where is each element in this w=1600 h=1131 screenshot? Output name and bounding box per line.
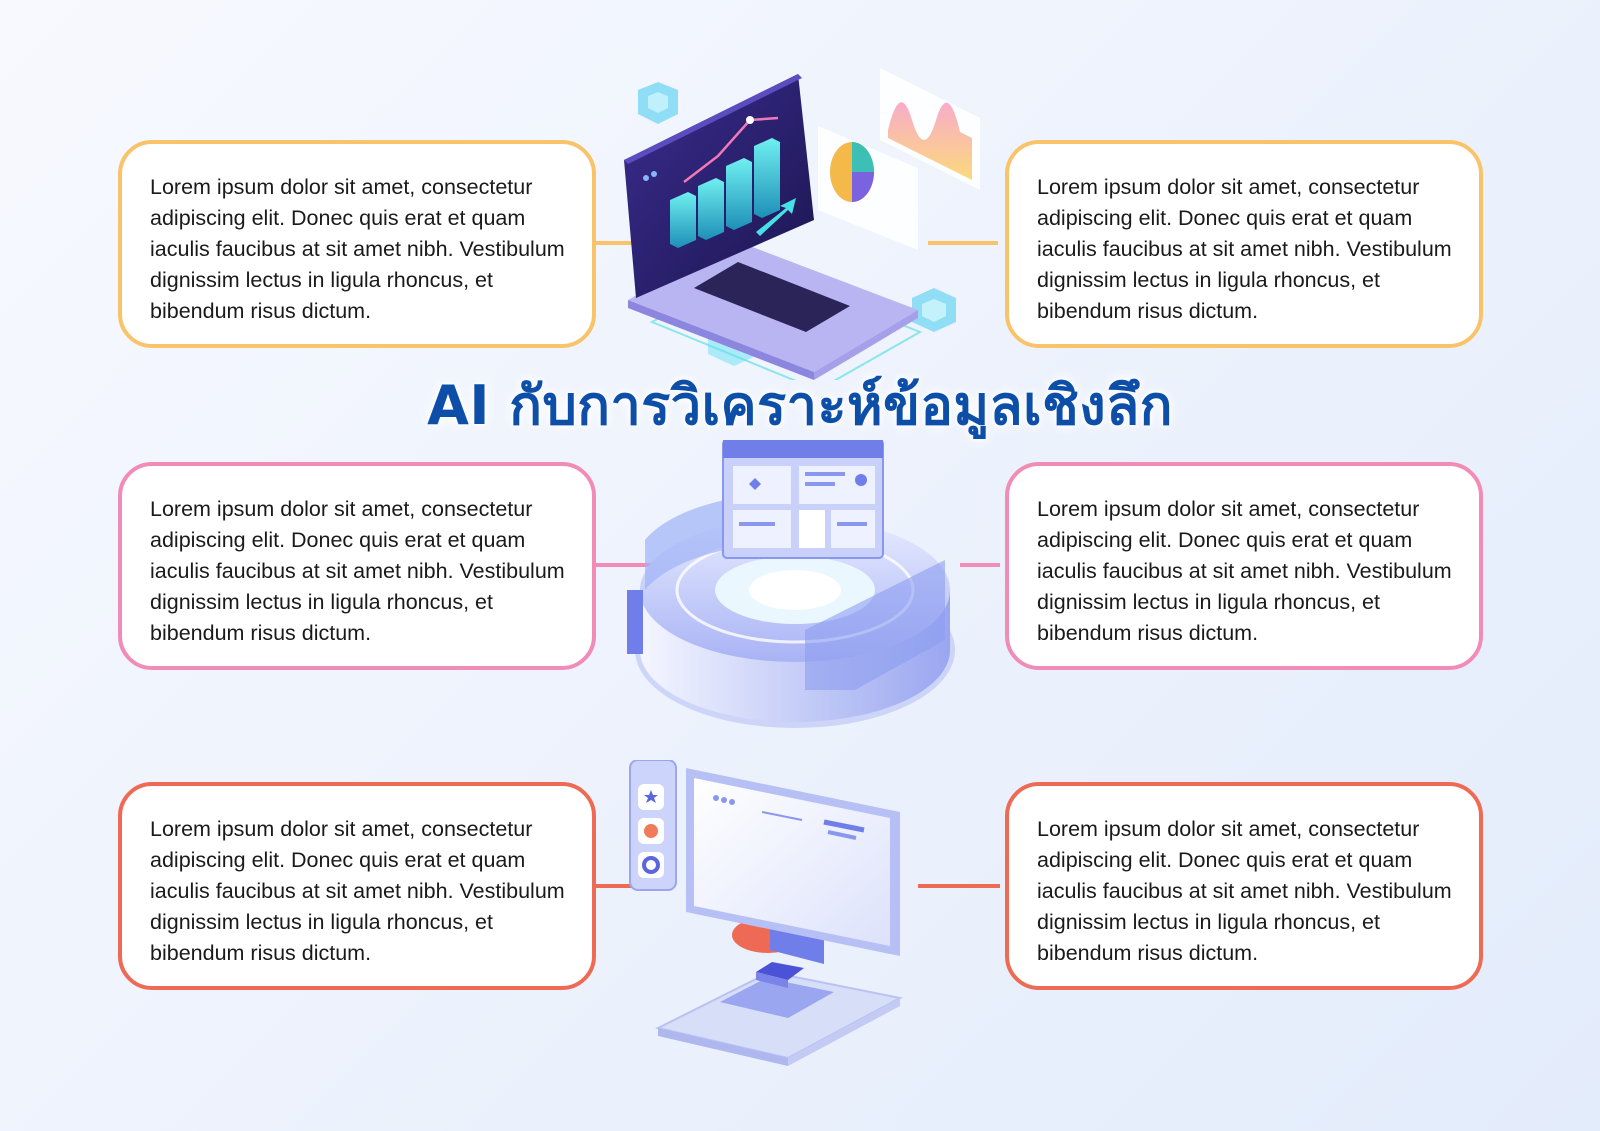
flower-icon xyxy=(644,824,658,838)
text-box-row1-right: Lorem ipsum dolor sit amet, consectetur … xyxy=(1005,140,1483,348)
monitor-chip-icon xyxy=(629,760,903,1066)
text-box-row2-left: Lorem ipsum dolor sit amet, consectetur … xyxy=(118,462,596,670)
connector-row1-right xyxy=(928,241,998,245)
dashboard-platform-icon xyxy=(627,440,955,728)
connector-row3-right xyxy=(918,884,1000,888)
text-box-row2-right: Lorem ipsum dolor sit amet, consectetur … xyxy=(1005,462,1483,670)
text-box-row1-left: Lorem ipsum dolor sit amet, consectetur … xyxy=(118,140,596,348)
page-title: AI กับการวิเคราะห์ข้อมูลเชิงลึก xyxy=(427,374,1173,437)
trend-line xyxy=(683,116,779,183)
chip-icon xyxy=(756,962,804,980)
text-box-row3-right: Lorem ipsum dolor sit amet, consectetur … xyxy=(1005,782,1483,990)
connector-row2-right xyxy=(960,563,1000,567)
keyboard xyxy=(694,262,850,332)
bar-chart xyxy=(670,138,780,248)
connector-row3-left xyxy=(594,884,646,888)
connector-row2-left xyxy=(594,563,664,567)
text-box-row3-left: Lorem ipsum dolor sit amet, consectetur … xyxy=(118,782,596,990)
arrow-up-icon xyxy=(756,198,796,236)
laptop-analytics-icon xyxy=(624,68,980,380)
connector-row1-left xyxy=(594,241,654,245)
gear-icon xyxy=(642,856,660,874)
star-icon xyxy=(644,790,658,803)
